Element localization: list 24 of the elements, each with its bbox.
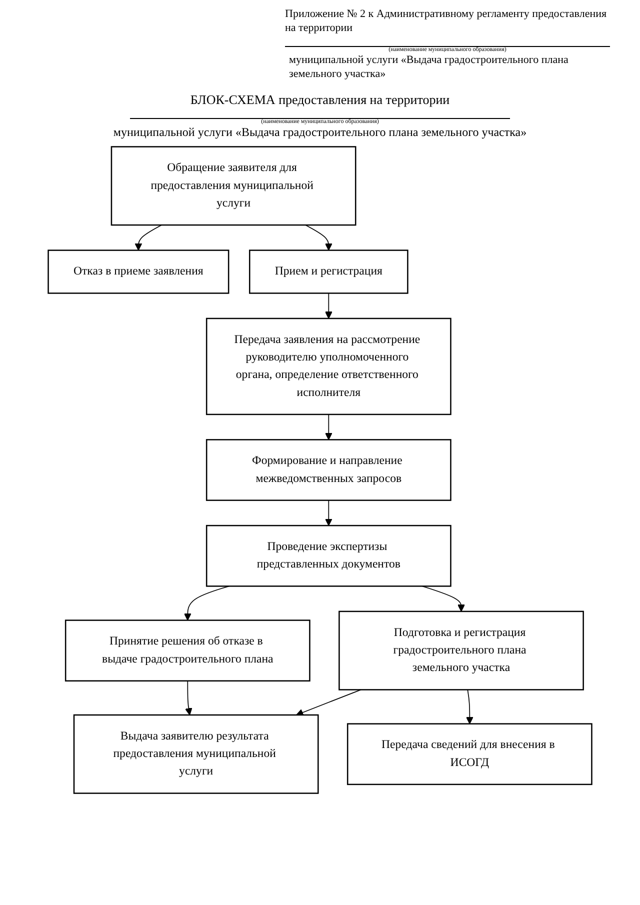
arrow — [324, 499, 332, 526]
arrow — [184, 585, 230, 620]
arrow — [184, 680, 192, 715]
arrow — [422, 585, 465, 612]
arrow — [296, 688, 362, 716]
node-box: Подготовка и регистрация градостроительного плана земельного участка — [338, 610, 584, 690]
arrow — [324, 414, 332, 440]
subtitle: муниципальной услуги «Выдача градостроительного плана земельного участка» — [112, 124, 528, 140]
node-box: Отказ в приеме заявления — [48, 249, 230, 294]
node-box: Передача заявления на рассмотрение руководителю уполномоченного органа, определение ответственного исполнителя — [206, 317, 452, 415]
node-box: Выдача заявителю результата предоставления муниципальной услуги — [73, 714, 319, 794]
node-box: Обращение заявителя для предоставления муниципальной услуги — [110, 146, 356, 226]
arrow — [324, 292, 332, 318]
note-text: Приложение № 2 к Административному регламенту предоставления на территории — [285, 8, 608, 36]
node-box: Проведение экспертизы представленных документов — [206, 524, 452, 586]
arrow — [466, 688, 474, 724]
note-text: муниципальной услуги «Выдача градостроительного плана земельного участка» — [288, 54, 570, 82]
arrow — [305, 224, 332, 250]
title: БЛОК-СХЕМА предоставления на территории — [189, 92, 451, 108]
arrow — [134, 224, 162, 250]
node-box: Принятие решения об отказе в выдаче градостроительного плана — [64, 619, 310, 682]
node-box: Формирование и направление межведомственных запросов — [206, 438, 452, 500]
node-box: Передача сведений для внесения в ИСОГД — [346, 722, 592, 785]
node-box: Прием и регистрация — [249, 249, 408, 294]
